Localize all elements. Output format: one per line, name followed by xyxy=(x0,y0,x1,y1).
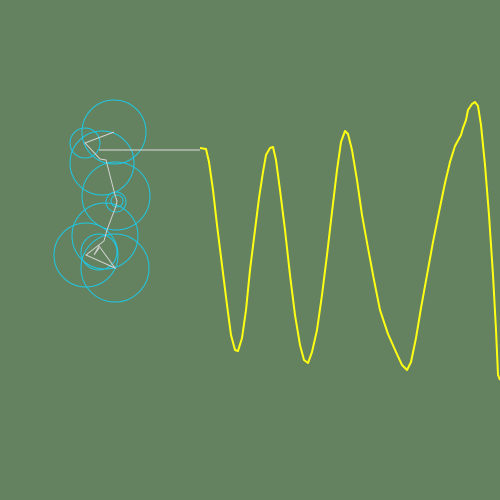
epicycle-circle xyxy=(80,233,150,303)
epicycle-circle xyxy=(105,191,127,213)
epicycle-circle xyxy=(81,161,151,231)
epicycle-circle xyxy=(53,222,119,288)
epicycle-circle xyxy=(69,130,135,196)
epicycle-circle xyxy=(110,194,124,208)
rotating-arm-chain xyxy=(84,131,118,270)
fourier-waveform xyxy=(199,101,500,381)
epicycle-group xyxy=(53,99,151,303)
epicycle-circle xyxy=(81,99,147,165)
epicycle-circle xyxy=(69,127,101,159)
epicycle-circle xyxy=(80,233,118,271)
